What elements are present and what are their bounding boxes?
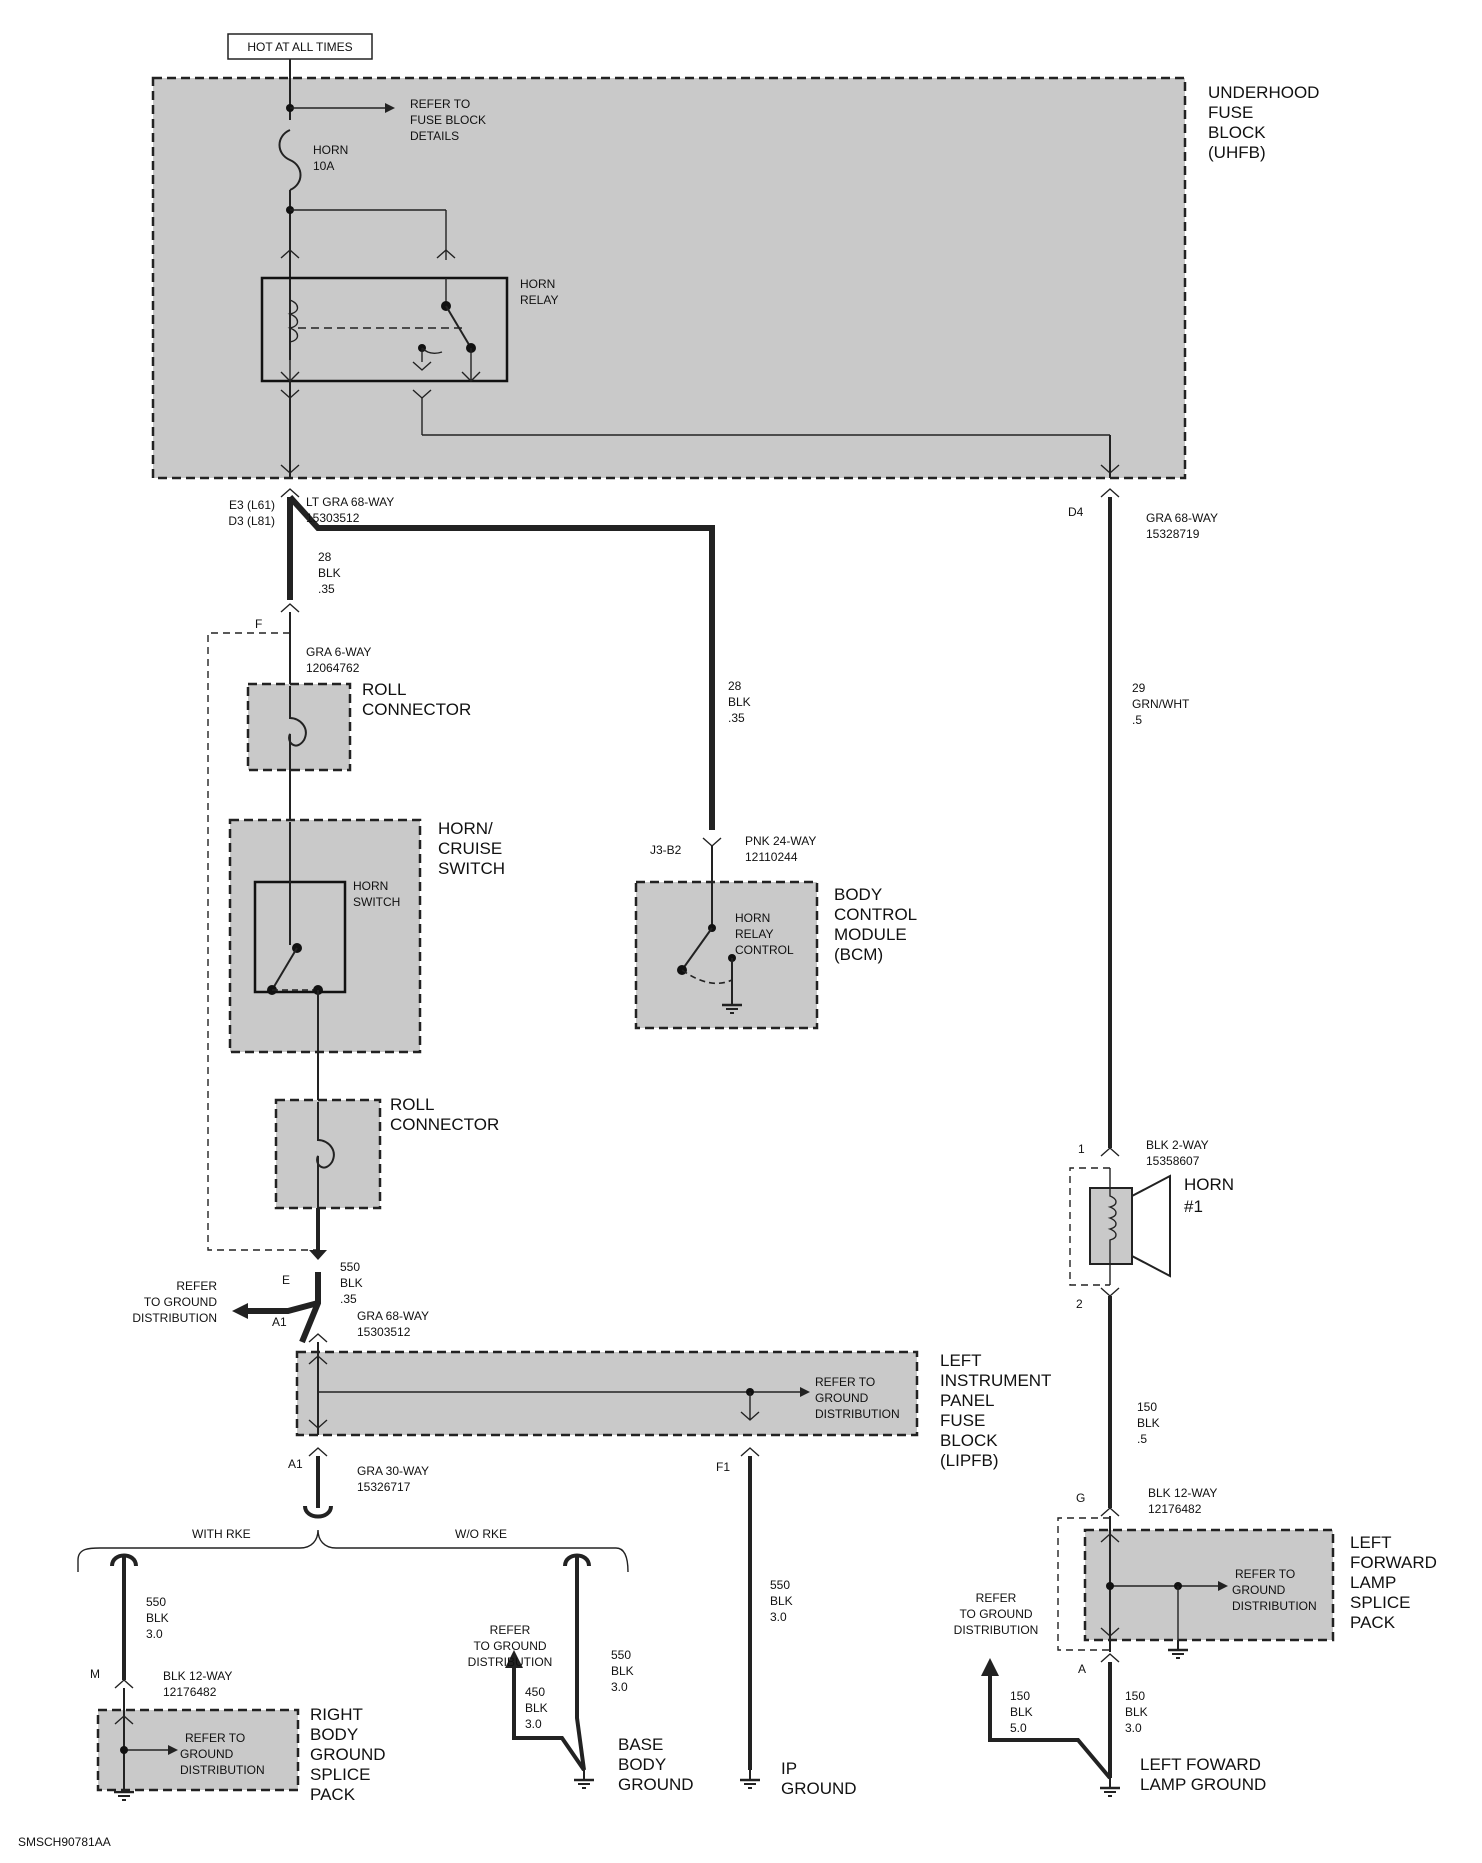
conn-e3-pin-label: E3 (L61)D3 (L81)	[228, 498, 275, 528]
clockspring-icon	[288, 686, 307, 770]
base-ground-wires	[505, 1553, 596, 1790]
left-instrument-panel-fuse-block	[295, 1350, 919, 1437]
a1-bottom-wire	[303, 1447, 333, 1519]
ip-ground-symbol	[738, 1768, 762, 1790]
bcm-internal	[677, 846, 744, 1015]
horn1-name-label: HORN#1	[1184, 1175, 1234, 1216]
horn-relay-box	[260, 276, 509, 383]
with-rke-label: WITH RKE	[192, 1527, 251, 1541]
conn-j3-pin-label: J3-B2	[650, 843, 682, 857]
steering-column-bracket	[207, 632, 318, 1251]
horn-cruise-switch	[228, 818, 422, 1054]
body-control-module	[634, 880, 819, 1030]
left-forward-lamp-splice-pack	[1083, 1528, 1335, 1642]
horn1-pin-top: 1	[1078, 1142, 1085, 1156]
horn-switch-box	[253, 880, 347, 994]
conn-a1-bottom-pin: A1	[288, 1457, 303, 1471]
lipfb-wiring	[308, 1342, 810, 1435]
relay-coil-icon	[287, 299, 299, 343]
conn-g-pin: G	[1076, 1491, 1085, 1505]
rbgsp-wiring	[112, 1688, 178, 1802]
lflsp-wiring	[1100, 1516, 1228, 1660]
conn-f-pin-label: F	[255, 617, 262, 631]
lamp-splice-bracket	[1057, 1517, 1110, 1651]
arrow-right-icon	[385, 103, 395, 113]
hot-at-all-times-box	[227, 33, 373, 60]
roll-connector-1	[246, 682, 352, 772]
conn-a1-pin: A1	[272, 1315, 287, 1329]
option-brace	[77, 1529, 629, 1573]
horn-feed-wire	[280, 488, 1120, 1148]
conn-e-pin: E	[282, 1273, 290, 1287]
horn1-bracket	[1069, 1167, 1110, 1286]
diagram-code: SMSCH90781AA	[18, 1835, 111, 1849]
clockspring-icon	[316, 1102, 335, 1208]
hot-at-all-times-label: HOT AT ALL TIMES	[247, 40, 352, 54]
ground-split-wires	[232, 1272, 328, 1344]
horn1-coil	[1107, 1168, 1117, 1285]
conn-d4-pin-label: D4	[1068, 505, 1084, 519]
conn-m-pin: M	[90, 1667, 100, 1681]
with-rke-wire	[110, 1553, 138, 1689]
without-rke-label: W/O RKE	[455, 1527, 507, 1541]
lamp-ground-wires	[981, 1653, 1122, 1798]
conn-a-lamp-pin: A	[1078, 1662, 1086, 1676]
horn-switch-contacts	[267, 822, 323, 1052]
conn-f1-pin: F1	[716, 1460, 730, 1474]
uhfb-wiring	[260, 59, 1120, 478]
fuse-icon	[278, 129, 302, 191]
horn1-pin-bottom: 2	[1076, 1297, 1083, 1311]
horn-speaker-icon	[1131, 1174, 1171, 1278]
roll-connector-2	[274, 1098, 382, 1210]
horn1-body	[1089, 1187, 1133, 1265]
